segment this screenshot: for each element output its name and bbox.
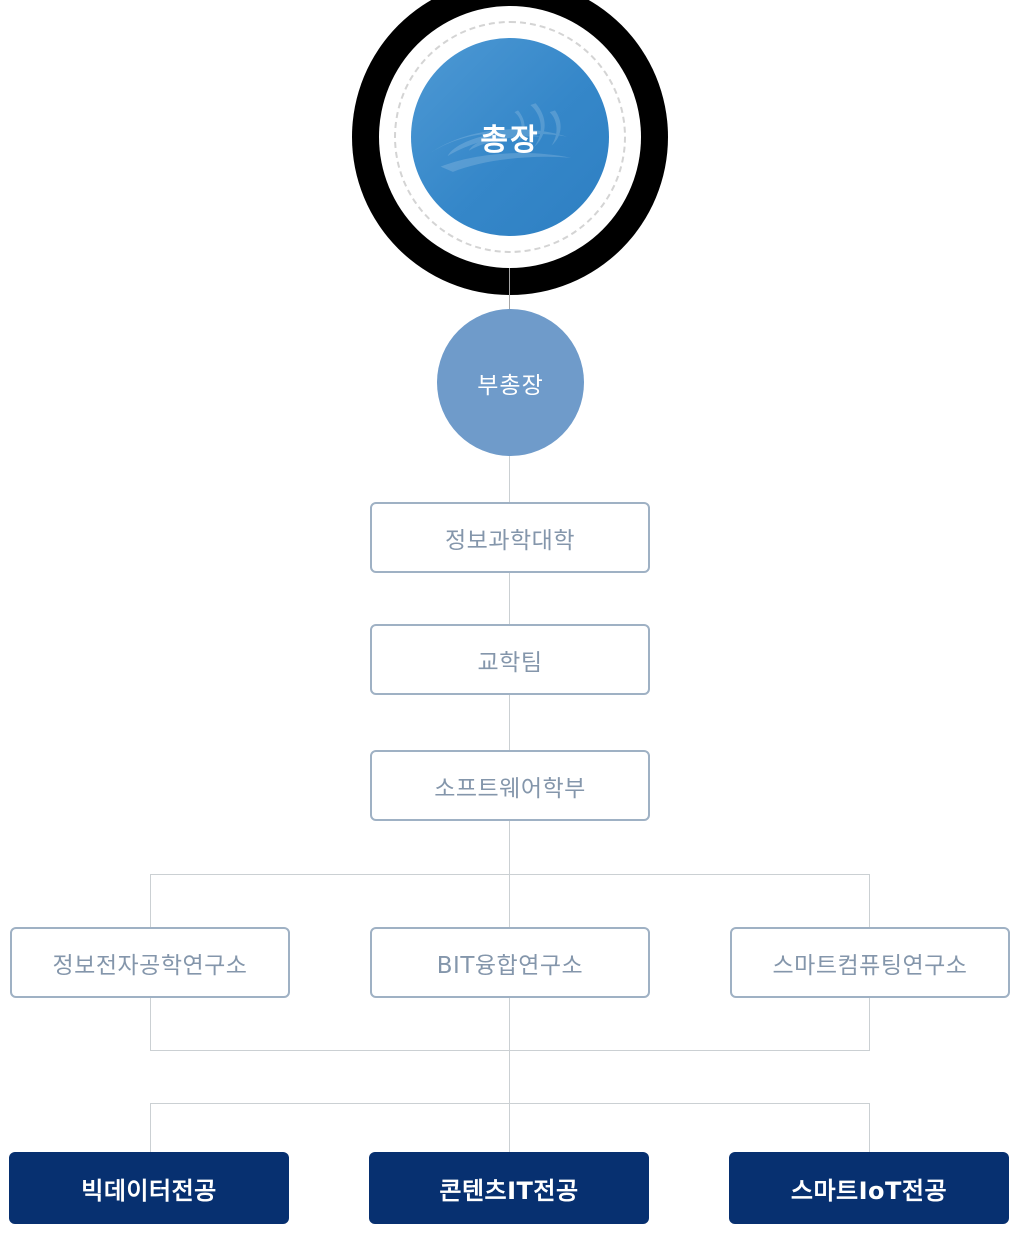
node-major-smart-iot: 스마트IoT전공 <box>729 1152 1009 1224</box>
connector-drop-center <box>509 998 510 1050</box>
node-major-bigdata: 빅데이터전공 <box>9 1152 289 1224</box>
node-institute-bit-convergence: BIT융합연구소 <box>370 927 650 998</box>
node-label: 교학팀 <box>477 649 543 676</box>
node-label: 소프트웨어학부 <box>434 775 586 802</box>
connector-president-vice <box>509 268 510 309</box>
node-label: 정보전자공학연구소 <box>52 952 248 979</box>
connector-horizontal-upper <box>150 1050 870 1051</box>
president-dashed-ring <box>394 21 626 253</box>
node-institute-smart-computing: 스마트컴퓨팅연구소 <box>730 927 1010 998</box>
connector-drop-right <box>869 1103 870 1152</box>
connector-horizontal-majors <box>150 1103 870 1104</box>
connector-drop-left <box>150 998 151 1050</box>
connector-center-link <box>509 1050 510 1103</box>
connector-drop-left <box>150 874 151 927</box>
connector-drop-right <box>869 998 870 1050</box>
connector-drop-center <box>509 1103 510 1152</box>
node-label: 스마트컴퓨팅연구소 <box>772 952 968 979</box>
node-major-contents-it: 콘텐츠IT전공 <box>369 1152 649 1224</box>
node-college-of-information-science: 정보과학대학 <box>370 502 650 573</box>
node-label: 빅데이터전공 <box>81 1176 217 1205</box>
connector-horizontal-institutes <box>150 874 870 875</box>
president-node: 총장 <box>411 38 609 236</box>
node-label: 정보과학대학 <box>445 527 575 554</box>
president-label: 총장 <box>480 123 540 158</box>
node-institute-information-electronics: 정보전자공학연구소 <box>10 927 290 998</box>
vice-president-label: 부총장 <box>477 372 544 399</box>
connector-drop-left <box>150 1103 151 1152</box>
node-academic-affairs-team: 교학팀 <box>370 624 650 695</box>
node-label: 스마트IoT전공 <box>790 1176 948 1205</box>
connector-team-school <box>509 695 510 750</box>
connector-drop-right <box>869 874 870 927</box>
node-software-school: 소프트웨어학부 <box>370 750 650 821</box>
connector-vice-college <box>509 456 510 502</box>
node-label: 콘텐츠IT전공 <box>439 1176 579 1205</box>
vice-president-node: 부총장 <box>437 309 584 456</box>
connector-college-team <box>509 573 510 624</box>
node-label: BIT융합연구소 <box>436 952 584 979</box>
wave-logo-icon <box>428 103 571 172</box>
